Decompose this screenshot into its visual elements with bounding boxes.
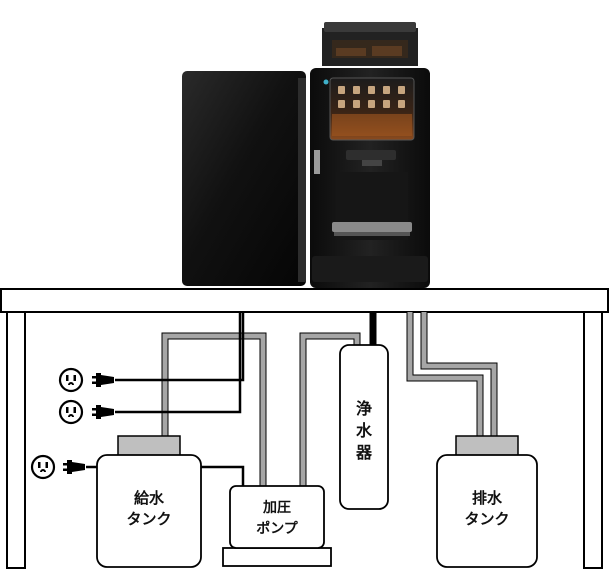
table-leg-right <box>583 311 603 569</box>
purifier-label-char1: 浄 <box>356 399 372 418</box>
water-supply-tank: 給水 タンク <box>96 435 202 568</box>
purifier-label-char2: 水 <box>356 421 373 440</box>
water-purifier: 浄 水 器 <box>339 344 389 510</box>
power-outlet-icon <box>58 367 84 393</box>
counter-table <box>0 288 609 569</box>
power-outlet-group <box>30 367 114 480</box>
water-line-drain-inner <box>420 312 498 436</box>
water-lines <box>161 312 498 486</box>
pressure-pump: 加圧 ポンプ <box>222 485 332 567</box>
table-leg-left <box>6 311 26 569</box>
milk-cooler-unit <box>182 71 306 286</box>
pump-label-line1: 加圧 <box>262 500 291 516</box>
power-plug-icon <box>92 373 114 387</box>
power-cord-machine-1 <box>115 312 245 382</box>
power-plug-icon <box>63 460 85 474</box>
purifier-label-char3: 器 <box>355 443 373 462</box>
water-line-pump-to-purifier <box>299 332 361 486</box>
drain-tank-label-line1: 排水 <box>472 489 503 507</box>
power-outlet-icon <box>58 399 84 425</box>
power-outlet-icon <box>30 454 56 480</box>
tank-cap <box>117 435 181 457</box>
drain-tank: 排水 タンク <box>436 435 538 568</box>
supply-tank-label-line2: タンク <box>126 510 171 528</box>
pump-label-line2: ポンプ <box>256 520 299 537</box>
power-cord-machine-2 <box>115 312 242 414</box>
water-line-supply-to-pump <box>161 332 267 486</box>
drain-tank-label-line2: タンク <box>464 510 509 528</box>
tank-cap <box>455 435 519 457</box>
water-line-drain-outer <box>406 312 484 436</box>
supply-tank-label-line1: 給水 <box>134 489 165 507</box>
power-plug-icon <box>92 405 114 419</box>
coffee-machine-icon <box>182 22 430 288</box>
pump-base <box>222 547 332 567</box>
countertop <box>0 288 609 313</box>
